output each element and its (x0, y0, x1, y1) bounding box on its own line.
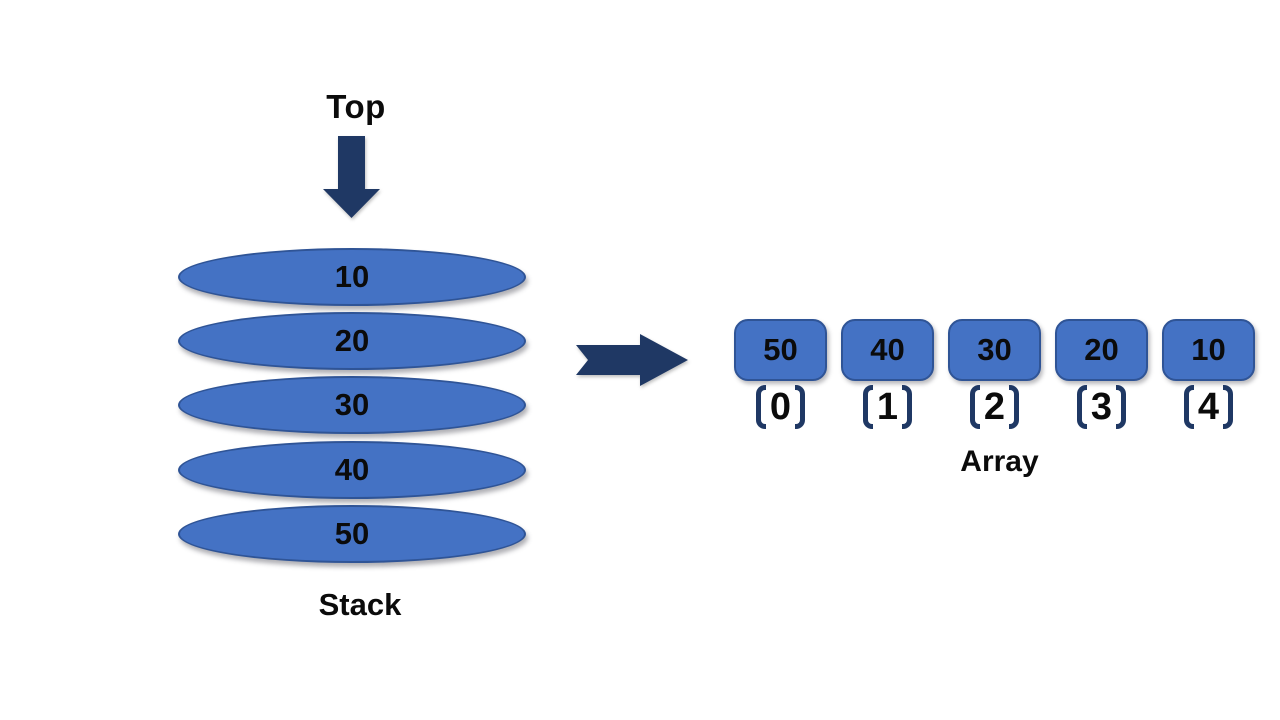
array-cell-value: 50 (763, 332, 798, 367)
left-bracket-icon (1183, 385, 1194, 429)
array-cell-value: 30 (977, 332, 1012, 367)
array-cell-box: 10 (1162, 319, 1255, 381)
array-cell: 40 1 (841, 319, 934, 431)
stack-item: 30 (178, 376, 526, 434)
left-bracket-icon (755, 385, 766, 429)
array-cell: 30 2 (948, 319, 1041, 431)
array-cell-value: 40 (870, 332, 905, 367)
array-index-digit: 2 (983, 386, 1006, 428)
left-bracket-icon (969, 385, 980, 429)
array-index-digit: 0 (769, 386, 792, 428)
array-cell-box: 20 (1055, 319, 1148, 381)
right-arrow-icon (576, 334, 688, 386)
left-bracket-icon (862, 385, 873, 429)
array-index-digit: 1 (876, 386, 899, 428)
right-bracket-icon (1116, 385, 1127, 429)
array-cell-index: 3 (1076, 383, 1127, 431)
stack-item-value: 20 (334, 323, 370, 358)
left-bracket-icon (1076, 385, 1087, 429)
array-cell-value: 10 (1191, 332, 1226, 367)
array-cell: 10 4 (1162, 319, 1255, 431)
stack-item-value: 40 (334, 452, 370, 487)
array-cell-box: 30 (948, 319, 1041, 381)
right-bracket-icon (902, 385, 913, 429)
stack-item-value: 50 (334, 516, 370, 551)
down-arrow-icon (323, 136, 380, 218)
array-caption: Array (960, 445, 1039, 478)
array-cell: 50 0 (734, 319, 827, 431)
array-cell-index: 0 (755, 383, 806, 431)
right-bracket-icon (1009, 385, 1020, 429)
stack-item-value: 10 (334, 259, 370, 294)
right-bracket-icon (795, 385, 806, 429)
stack-item-value: 30 (334, 387, 370, 422)
array-cell-index: 2 (969, 383, 1020, 431)
array-cell-box: 50 (734, 319, 827, 381)
array-index-digit: 3 (1090, 386, 1113, 428)
array-index-digit: 4 (1197, 386, 1220, 428)
array-cell-value: 20 (1084, 332, 1119, 367)
stack-item: 50 (178, 505, 526, 563)
array-cell-index: 4 (1183, 383, 1234, 431)
stack-item: 40 (178, 441, 526, 499)
stack-item: 20 (178, 312, 526, 370)
array-cell-box: 40 (841, 319, 934, 381)
stack-item: 10 (178, 248, 526, 306)
right-bracket-icon (1223, 385, 1234, 429)
stack-top-label: Top (326, 88, 386, 125)
array-cell: 20 3 (1055, 319, 1148, 431)
array-cell-index: 1 (862, 383, 913, 431)
stack-caption: Stack (318, 587, 402, 622)
